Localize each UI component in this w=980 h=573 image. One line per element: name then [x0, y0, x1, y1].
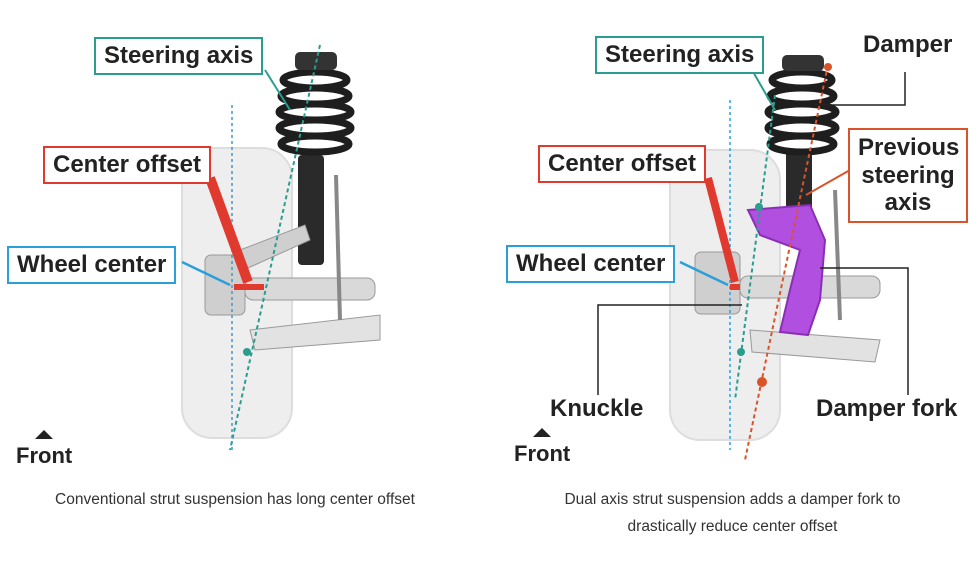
right-caption-line1: Dual axis strut suspension adds a damper…: [564, 491, 901, 508]
damper-fork-label: Damper fork: [816, 395, 958, 422]
steering-axis-label: Steering axis: [595, 36, 765, 74]
center-offset-label: Center offset: [43, 146, 212, 184]
center-offset-bar: [234, 284, 264, 290]
strut-body: [298, 155, 324, 265]
right-caption: Dual axis strut suspension adds a damper…: [495, 486, 970, 540]
previous-steering-axis-label: Previous steering axis: [848, 128, 968, 223]
front-label: Front: [514, 441, 571, 466]
center-offset-bar: [730, 284, 740, 290]
lower-arm: [749, 329, 881, 363]
left-caption: Conventional strut suspension has long c…: [55, 491, 415, 508]
stabilizer-link: [833, 189, 842, 321]
right-caption-line2: drastically reduce center offset: [627, 518, 838, 535]
top-mount: [782, 55, 824, 71]
lower-arm: [249, 314, 381, 351]
stabilizer-link: [334, 174, 342, 321]
damper-label: Damper: [863, 31, 953, 58]
conventional-strut-illustration: [181, 44, 381, 451]
conventional-strut-panel: Steering axis Center offset Wheel center…: [0, 0, 490, 480]
steering-axis-line: [229, 44, 321, 451]
damper-fork: [746, 203, 827, 337]
previous-steering-axis-line: [744, 64, 829, 461]
driveshaft: [244, 277, 376, 301]
dual-axis-strut-illustration: [597, 55, 909, 461]
knuckle-label: Knuckle: [550, 395, 644, 422]
wheel-center-label: Wheel center: [506, 245, 676, 283]
coil-spring: [764, 68, 840, 156]
dual-axis-strut-panel: Steering axis Center offset Wheel center…: [490, 0, 980, 480]
front-indicator: Front: [16, 430, 72, 469]
coil-spring: [275, 68, 355, 156]
steering-axis-line: [734, 94, 776, 401]
up-arrow-icon: [35, 430, 54, 439]
center-offset-label: Center offset: [538, 145, 707, 183]
front-label: Front: [16, 443, 73, 468]
up-arrow-icon: [533, 428, 552, 437]
steering-axis-label: Steering axis: [94, 37, 264, 75]
ball-joint-dot: [243, 348, 251, 356]
wheel-center-label: Wheel center: [7, 246, 177, 284]
front-indicator: Front: [514, 428, 570, 467]
